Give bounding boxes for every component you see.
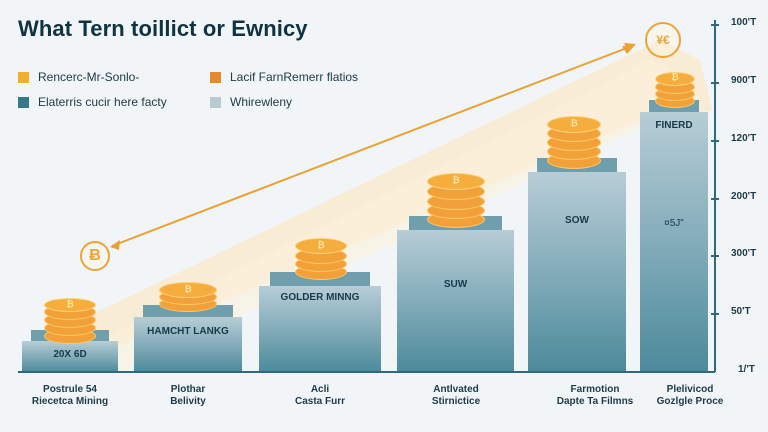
y-tick-label: 200'T [731,191,757,202]
bar-6: FINERD ¤5J" [640,100,708,372]
bar-body [397,230,514,372]
legend-label: Elaterris cucir here facty [38,95,167,109]
bar-body [640,112,708,372]
bar-body [134,317,242,372]
currency-icon: ¥€ [645,22,681,58]
bar-body [259,286,381,372]
bar-label: 20X 6D [53,349,87,360]
y-tick [711,313,719,315]
legend-label: Whirewleny [230,95,293,109]
chart-title: What Tern toillict or Ewnicy [18,16,308,41]
legend-item-2: Lacif FarnRemerr flatios [210,70,358,84]
y-tick-label: 120'T [731,133,757,144]
trend-arrow [111,45,633,247]
legend-swatch-yellow [18,71,29,83]
bar-body [528,172,626,372]
bar-label: SOW [565,215,589,226]
bar-label: HAMCHT LANKG [147,326,229,337]
bar-2: HAMCHT LANKG [134,305,242,372]
y-tick-label: 100'T [731,17,757,28]
y-tick-label: 1/'T [738,364,755,375]
legend-label: Lacif FarnRemerr flatios [230,70,359,84]
coin-icon: ₿ [317,240,325,250]
y-tick-label: 900'T [731,75,757,86]
coin-icon: ₿ [671,72,679,82]
coin-stack: ₿ [427,173,485,229]
legend-swatch-orange [210,71,221,83]
legend-label: Rencerc-Mr-Sonlo- [38,70,140,84]
legend-item-4: Whirewleny [210,95,292,109]
coin-stack: ₿ [547,116,601,170]
coin-stack: ₿ [44,298,96,346]
bar-label: SUW [443,279,468,290]
bar-4: SUW [397,216,514,372]
y-tick [711,198,719,200]
legend-swatch-gray [210,96,221,108]
legend-item-3: Elaterris cucir here facty [18,95,167,109]
bar-label: GOLDER MINNG [280,292,360,303]
bar-5: SOW [528,158,626,372]
y-tick-label: 300'T [731,248,757,259]
coin-icon: ₿ [66,299,74,309]
coin-stack: ₿ [159,282,217,314]
x-axis-line [18,371,715,373]
coin-stack: ₿ [655,72,695,110]
y-tick [711,82,719,84]
legend-item-1: Rencerc-Mr-Sonlo- [18,70,139,84]
coin-icon: ₿ [570,118,578,128]
coin-icon: ₿ [452,175,460,185]
bar-label: FINERD [655,120,693,131]
y-tick [711,24,719,26]
y-tick [711,255,719,257]
y-tick-label: 50'T [731,306,751,317]
legend-swatch-teal [18,96,29,108]
bar-body [22,341,118,372]
y-axis-line [714,20,716,372]
y-tick [711,140,719,142]
bar-value-label: ¤5J" [664,218,684,229]
bar-3: GOLDER MINNG [259,272,381,372]
coin-stack: ₿ [295,238,347,282]
bitcoin-icon: Ƀ [80,241,110,271]
coin-icon: ₿ [184,284,192,294]
